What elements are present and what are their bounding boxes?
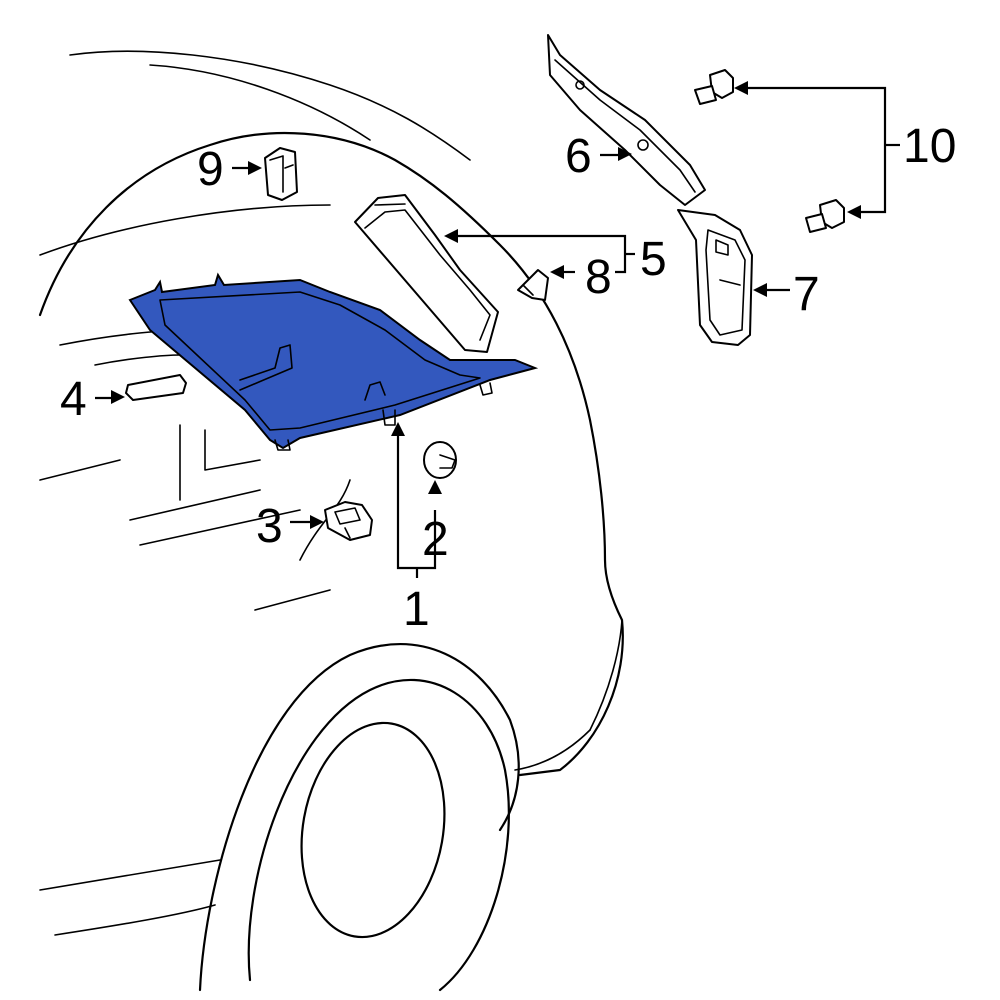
part-4-trim-strip[interactable]	[125, 374, 187, 401]
part-6-upper-garnish[interactable]	[547, 34, 706, 206]
callout-10: 10	[903, 120, 956, 173]
part-2-grommet[interactable]	[423, 441, 457, 479]
callout-9: 9	[197, 143, 224, 196]
part-7-lower-garnish[interactable]	[677, 209, 753, 346]
part-10-bolt-upper[interactable]	[694, 69, 734, 105]
wheel-well	[198, 619, 623, 992]
callout-8: 8	[585, 251, 612, 304]
callout-labels: 1 2 3 4 5 6 7 8 9 10	[60, 120, 956, 636]
part-1-quarter-trim-panel[interactable]	[128, 272, 539, 451]
vehicle-body-outline	[38, 50, 624, 936]
part-10-bolt-lower[interactable]	[805, 199, 845, 233]
leader-lines	[95, 81, 900, 578]
part-9-retainer[interactable]	[264, 147, 298, 201]
callout-5: 5	[640, 233, 667, 286]
callout-7: 7	[793, 268, 820, 321]
callout-6: 6	[565, 130, 592, 183]
callout-1: 1	[403, 583, 430, 636]
tire-outline	[300, 721, 446, 939]
part-5-pillar-trim[interactable]	[354, 194, 499, 353]
part-3-bracket[interactable]	[324, 501, 373, 541]
callout-4: 4	[60, 373, 87, 426]
callout-3: 3	[256, 500, 283, 553]
part-8-push-clip[interactable]	[517, 269, 549, 301]
callout-2: 2	[422, 513, 449, 566]
